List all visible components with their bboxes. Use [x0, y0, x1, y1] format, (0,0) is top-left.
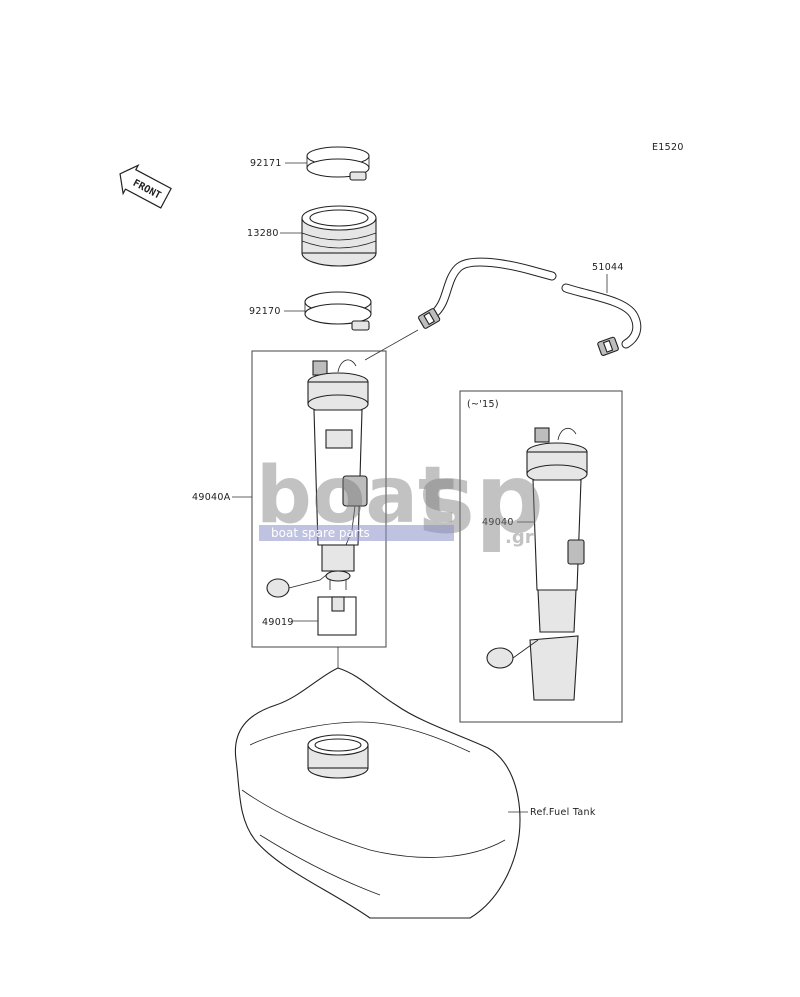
diagram-code: E1520 — [652, 142, 684, 153]
fuel-pump-49040a-part[interactable] — [266, 359, 369, 598]
hose-51044-part[interactable] — [418, 257, 642, 356]
assembly-49040a-box — [251, 350, 387, 648]
inset-note: (~'15) — [467, 399, 499, 410]
watermark-tagline: boat spare parts — [271, 526, 370, 540]
clamp-92171-part[interactable] — [306, 146, 370, 181]
label-49019: 49019 — [262, 617, 294, 628]
label-92170: 92170 — [249, 306, 281, 317]
label-fuel-tank: Ref.Fuel Tank — [530, 807, 596, 818]
clamp-92170-part[interactable] — [304, 291, 372, 331]
fuel-pump-49040-part[interactable] — [486, 427, 588, 701]
label-51044: 51044 — [592, 262, 624, 273]
assembly-49040-box — [459, 390, 623, 723]
front-arrow-icon: FRONT — [119, 163, 172, 209]
label-13280: 13280 — [247, 228, 279, 239]
watermark-logo: boat sp .gr boat spare parts — [256, 443, 544, 555]
label-92171: 92171 — [250, 158, 282, 169]
gasket-13280-part[interactable] — [301, 205, 377, 267]
label-49040a: 49040A — [192, 492, 231, 503]
watermark-tld: .gr — [505, 527, 534, 548]
label-49040: 49040 — [482, 517, 514, 528]
fuel-tank-part[interactable] — [234, 667, 521, 919]
filter-49019-part[interactable] — [317, 596, 357, 636]
